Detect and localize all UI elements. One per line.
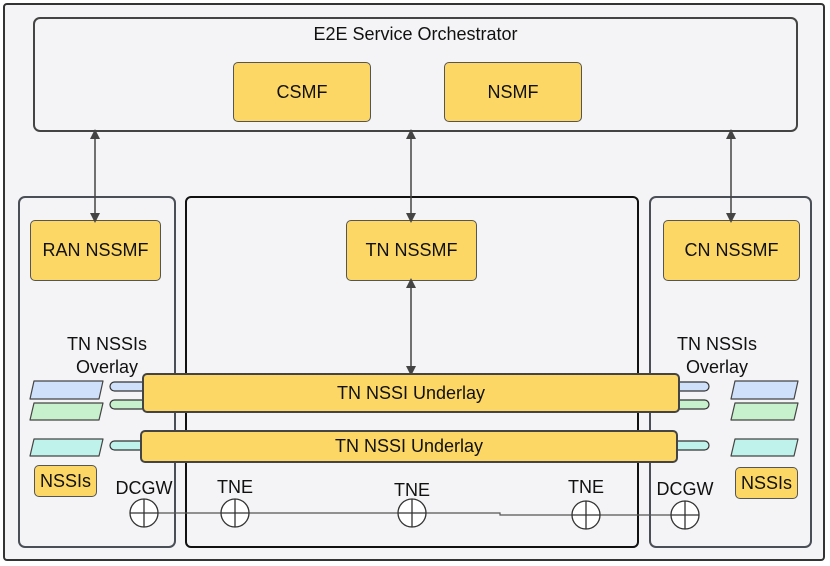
ran-overlay-green <box>29 402 104 421</box>
csmf-box: CSMF <box>233 62 371 122</box>
tne-node-2 <box>397 498 427 528</box>
e2e-service-orchestrator <box>33 17 798 132</box>
tn-nssi-underlay-top: TN NSSI Underlay <box>142 373 680 413</box>
cn-overlay-green <box>730 402 799 421</box>
cn-tunnel-teal <box>672 440 710 451</box>
cn-overlay-teal <box>730 438 799 457</box>
ran-dcgw-node <box>129 498 159 528</box>
tne-label-3: TNE <box>568 477 604 497</box>
tne-label-2: TNE <box>394 480 430 500</box>
ran-tunnel-blue <box>109 381 147 392</box>
orchestrator-title: E2E Service Orchestrator <box>313 24 518 44</box>
cn-nssmf-box: CN NSSMF <box>663 220 800 281</box>
nsmf-box: NSMF <box>444 62 582 122</box>
tne-label-1: TNE <box>217 477 253 497</box>
cn-overlay-blue <box>730 380 799 400</box>
tne-node-3 <box>571 500 601 530</box>
cn-nssis-box: NSSIs <box>735 467 798 499</box>
cn-overlay-label-line1: TN NSSIs <box>676 334 757 354</box>
ran-tunnel-green <box>109 399 147 410</box>
tn-nssmf-box: TN NSSMF <box>346 220 477 281</box>
ran-dcgw-label: DCGW <box>115 478 173 498</box>
cn-overlay-label-line2: Overlay <box>685 357 748 377</box>
cn-dcgw-label: DCGW <box>656 479 714 499</box>
tne-node-1 <box>220 498 250 528</box>
ran-nssmf-box: RAN NSSMF <box>30 220 161 281</box>
cn-dcgw-node <box>670 500 700 530</box>
ran-overlay-teal <box>29 438 104 457</box>
ran-overlay-label-line2: Overlay <box>75 357 138 377</box>
tn-nssi-underlay-bottom: TN NSSI Underlay <box>140 430 678 463</box>
ran-overlay-blue <box>29 380 104 400</box>
ran-nssis-box: NSSIs <box>34 465 97 497</box>
ran-overlay-label-line1: TN NSSIs <box>66 334 147 354</box>
